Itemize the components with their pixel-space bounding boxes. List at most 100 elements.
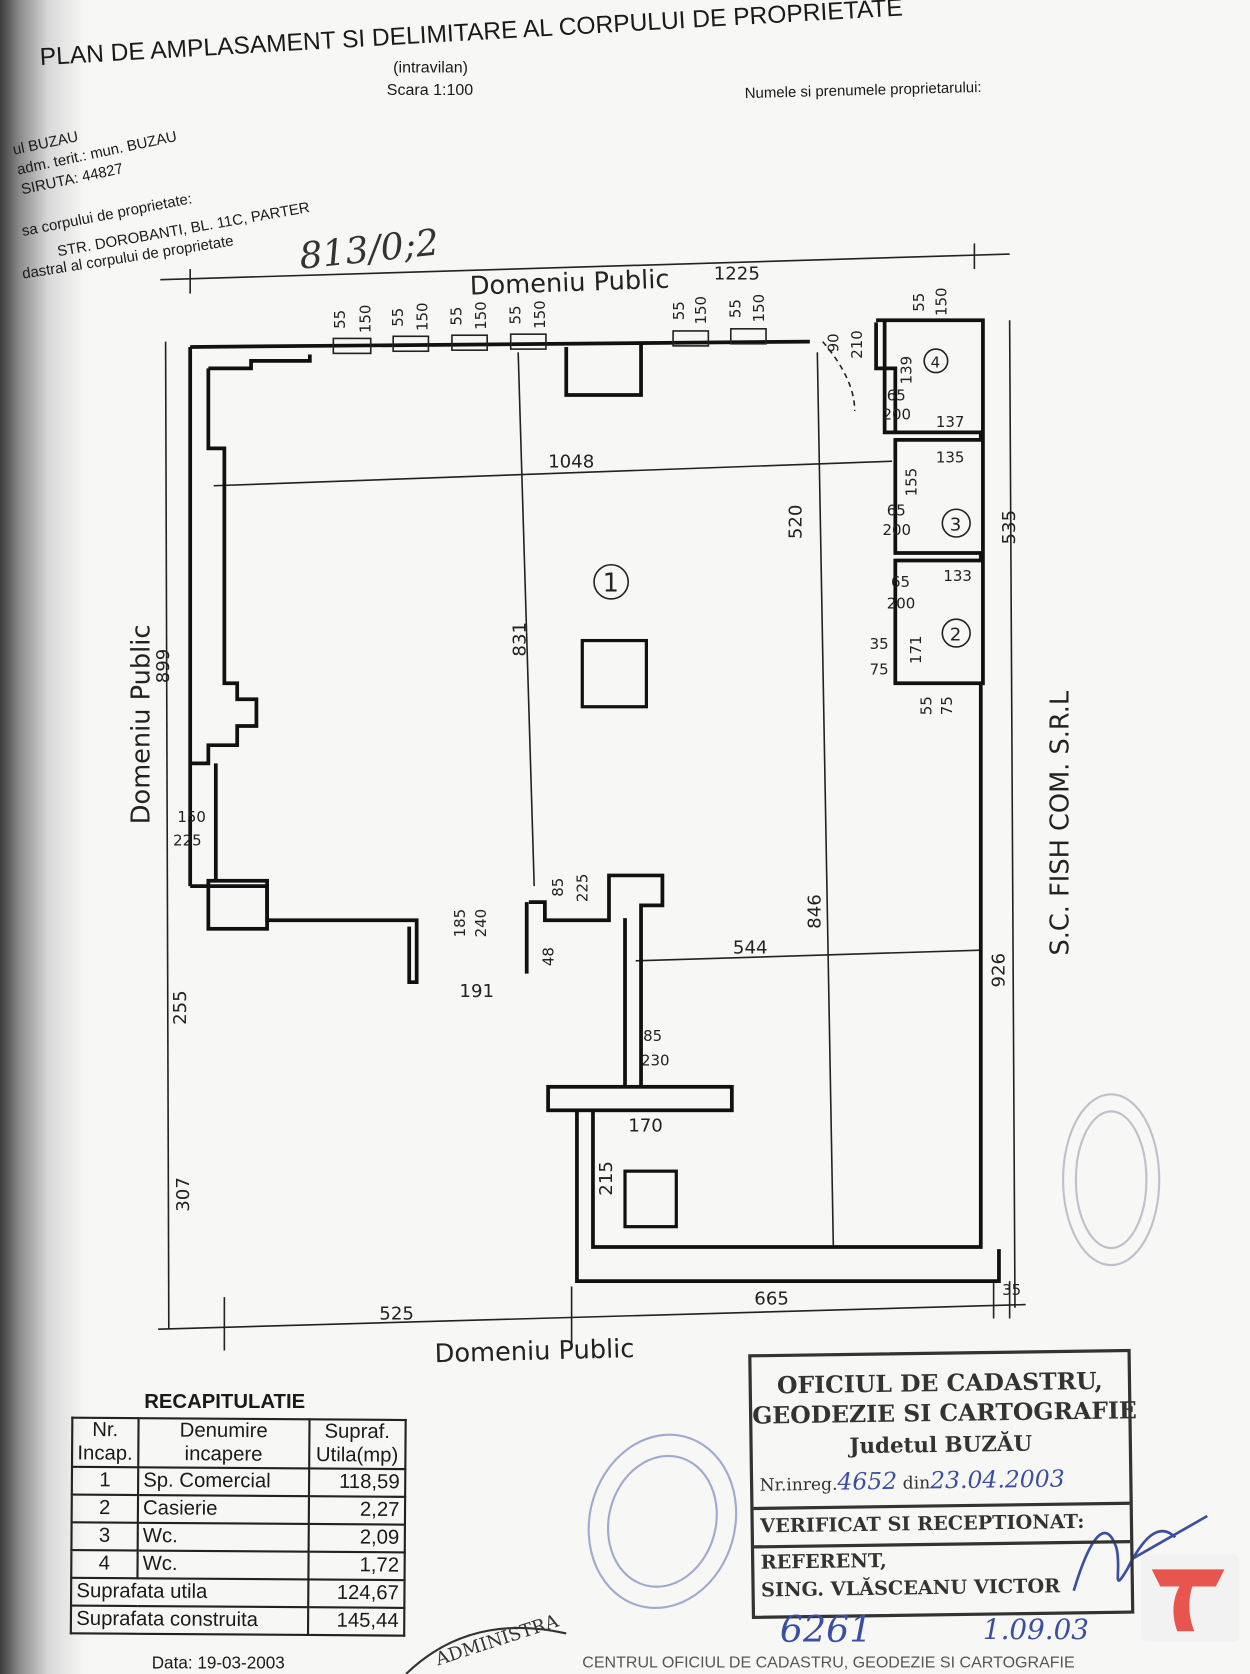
boundary-left: Domeniu Public — [127, 625, 157, 825]
registration-din: din — [902, 1472, 931, 1494]
built-area-value: 145,44 — [307, 1607, 405, 1636]
dim-label: 240 — [472, 909, 490, 938]
signature — [1072, 1514, 1208, 1592]
cell-name: Casierie — [137, 1495, 309, 1524]
cell-area: 2,27 — [308, 1496, 405, 1525]
dim-label: 65 — [887, 386, 906, 404]
dim-label: 35 — [1002, 1281, 1021, 1299]
document-date: Data: 19-03-2003 — [151, 1654, 285, 1673]
cell-nr: 3 — [71, 1522, 138, 1551]
registration-label: Nr.inreg. — [759, 1473, 838, 1496]
dim-label: 1048 — [548, 452, 594, 473]
dim-label: 525 — [379, 1304, 414, 1325]
useful-area-value: 124,67 — [307, 1579, 405, 1608]
dim-label: 520 — [785, 505, 806, 540]
room-markers — [593, 348, 971, 648]
cell-name: Wc. — [137, 1550, 309, 1580]
registration-number: 4652 — [837, 1468, 898, 1497]
stamp-line1: OFICIUL DE CADASTRU, — [776, 1367, 1103, 1400]
dim-label: 200 — [882, 521, 911, 539]
referent-name: SING. VLĂSCEANU VICTOR — [760, 1575, 1061, 1602]
dim-label: 75 — [870, 661, 889, 679]
stamp-line2: GEODEZIE SI CARTOGRAFIE — [752, 1396, 1138, 1431]
pillars — [580, 638, 678, 1229]
handwritten-number: 6261 — [779, 1608, 873, 1652]
dim-label: 185 — [451, 909, 469, 938]
dim-label: 150 — [413, 302, 431, 331]
window-marks — [332, 328, 856, 412]
registration-line: Nr.inreg.4652 din23.04.2003 — [759, 1463, 1136, 1501]
dim-label: 535 — [999, 510, 1020, 545]
dim-label: 191 — [459, 981, 494, 1002]
dim-label: 90 — [825, 333, 843, 352]
subtitle: (intravilan) — [393, 58, 468, 77]
room-2-marker: 2 — [950, 625, 962, 646]
cell-nr: 4 — [71, 1550, 138, 1579]
dim-label: 170 — [628, 1116, 663, 1137]
dim-label: 307 — [173, 1177, 194, 1212]
table-header-row: Nr. Incap. Denumire incapere Supraf. Uti… — [71, 1417, 406, 1470]
stamp-divider — [753, 1501, 1130, 1511]
dim-label: 137 — [936, 413, 965, 431]
cell-name: Wc. — [137, 1522, 309, 1552]
useful-area-label: Suprafata utila — [71, 1577, 309, 1608]
pillar — [623, 1169, 678, 1229]
header-name: Denumire incapere — [137, 1418, 310, 1469]
dim-label: 1225 — [714, 264, 760, 285]
dim-label: 135 — [936, 448, 965, 466]
header-nr: Nr. Incap. — [71, 1417, 139, 1468]
dim-label: 200 — [882, 406, 911, 424]
recap-table: Nr. Incap. Denumire incapere Supraf. Uti… — [70, 1417, 407, 1637]
room-1-marker: 1 — [603, 568, 619, 598]
cell-area: 1,72 — [308, 1551, 405, 1581]
round-stamp-bottom-text: ADMINISTRA — [432, 1611, 562, 1671]
dim-label: 55 — [331, 310, 349, 329]
cell-area: 2,09 — [308, 1523, 405, 1553]
cell-nr: 1 — [71, 1466, 138, 1496]
dim-label: 65 — [891, 573, 910, 591]
recap-title: RECAPITULATIE — [144, 1391, 306, 1414]
dim-label: 55 — [910, 293, 928, 312]
dim-label: 85 — [643, 1027, 662, 1045]
dim-label: 55 — [506, 306, 524, 325]
dim-label: 55 — [670, 301, 688, 320]
verified-label: VERIFICAT SI RECEPTIONAT: — [760, 1510, 1085, 1538]
dim-label: 665 — [754, 1289, 789, 1310]
round-stamp-right — [1061, 1093, 1161, 1267]
page-curl-shadow — [0, 0, 86, 1674]
dim-label: 55 — [918, 696, 936, 715]
room-4-marker: 4 — [931, 353, 941, 371]
dim-label: 171 — [907, 636, 925, 665]
boundary-bottom: Domeniu Public — [434, 1334, 635, 1369]
dim-label: 48 — [539, 947, 557, 966]
dim-label: 55 — [389, 308, 407, 327]
dim-label: 150 — [750, 294, 768, 323]
dim-label: 899 — [153, 649, 174, 684]
dim-label: 831 — [510, 622, 531, 657]
dim-label: 544 — [733, 937, 768, 958]
cell-area: 118,59 — [308, 1468, 406, 1497]
built-area-label: Suprafata construita — [70, 1605, 308, 1635]
round-stamp-bottom-edge — [405, 1626, 567, 1674]
dim-label: 155 — [903, 468, 921, 497]
dim-label: 215 — [596, 1161, 617, 1196]
dimension-labels: 1225 55 150 55 150 55 150 55 150 55 150 … — [153, 264, 1021, 1325]
round-stamp-official — [587, 1433, 738, 1610]
dim-label: 255 — [170, 990, 191, 1025]
dim-label: 55 — [726, 299, 744, 318]
dim-label: 846 — [805, 894, 826, 929]
dim-label: 75 — [938, 696, 956, 715]
room-3-marker: 3 — [950, 515, 962, 536]
dim-label: 150 — [472, 301, 490, 330]
dim-label: 926 — [988, 953, 1009, 988]
dim-label: 150 — [357, 305, 375, 334]
dim-label: 150 — [531, 300, 549, 329]
boundary-top: Domeniu Public — [469, 265, 670, 302]
